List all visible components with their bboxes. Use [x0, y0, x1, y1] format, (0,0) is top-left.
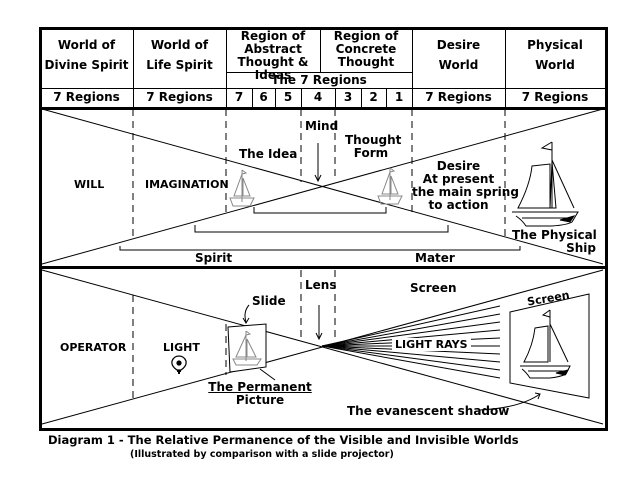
physical-ship-label: The Physical Ship — [512, 228, 597, 255]
diagram-frame — [39, 27, 608, 431]
imagination-label: IMAGINATION — [145, 178, 229, 191]
light-bulb-icon — [171, 355, 187, 374]
header-bottom-border — [40, 107, 605, 110]
header-title-line: Abstract — [244, 42, 302, 56]
region-divider — [361, 88, 362, 107]
thought-form-line: Thought — [345, 133, 402, 147]
thought-form-line: Form — [353, 146, 389, 160]
header-title-line: World — [438, 58, 479, 72]
row-divider — [226, 72, 412, 73]
regions-count: 7 Regions — [521, 90, 589, 104]
diagonal-line — [41, 108, 604, 265]
will-label: WILL — [74, 178, 105, 191]
header-desire-world: Desire World — [412, 38, 505, 73]
sailboat-icon — [229, 169, 255, 207]
region-divider — [252, 88, 253, 107]
header-life-spirit: World of Life Spirit — [133, 38, 226, 73]
header-title-line: World of — [57, 38, 116, 52]
permanent-picture-label: The Permanent Picture — [205, 381, 315, 407]
mater-label: Mater — [415, 251, 455, 265]
header-seven-regions: The 7 Regions — [271, 73, 367, 87]
col-divider — [505, 28, 506, 108]
header-title-line: Divine Spirit — [44, 58, 129, 72]
header-title-line: Life Spirit — [146, 58, 213, 72]
header-title-line: World of — [150, 38, 209, 52]
lens-label: Lens — [305, 278, 337, 292]
region-divider — [301, 88, 302, 107]
desire-line: the main spring — [412, 185, 519, 199]
diagonal-line — [41, 269, 604, 425]
physical-ship-line: Ship — [566, 241, 596, 255]
col-divider — [320, 28, 321, 73]
region-number: 7 — [234, 90, 244, 104]
evanescent-shadow-label: The evanescent shadow — [347, 404, 510, 418]
col-divider — [412, 28, 413, 108]
region-divider — [386, 88, 387, 107]
header-title-line: Concrete — [335, 42, 397, 56]
regions-count: 7 Regions — [53, 90, 120, 104]
light-label: LIGHT — [163, 341, 200, 354]
diagram-caption-title: Diagram 1 - The Relative Permanence of t… — [48, 433, 519, 447]
sailboat-icon — [520, 309, 571, 379]
header-title-line: World — [535, 58, 575, 72]
spirit-label: Spirit — [195, 251, 233, 265]
col-divider — [133, 28, 134, 108]
desire-line: Desire — [436, 159, 481, 173]
region-number: 5 — [283, 90, 293, 104]
slide-pointer — [244, 304, 250, 323]
sailboat-icon — [377, 167, 403, 205]
header-title-line: Physical — [527, 38, 583, 52]
header-physical-world: Physical World — [505, 38, 605, 73]
mind-arrowhead — [314, 174, 322, 183]
the-idea-label: The Idea — [239, 147, 298, 161]
bracket-middle — [194, 225, 449, 233]
header-title-line: Thought & Ideas — [237, 55, 309, 82]
desire-line: At present — [422, 172, 495, 186]
bracket-outer — [119, 246, 521, 251]
region-number: 6 — [259, 90, 268, 104]
slide-label: Slide — [252, 294, 286, 308]
panel-divider — [40, 266, 605, 269]
screen-top-label: Screen — [410, 281, 457, 295]
permanent-picture-line: The Permanent — [208, 380, 312, 394]
regions-count: 7 Regions — [146, 90, 213, 104]
row-divider — [40, 88, 605, 89]
region-number: 1 — [394, 90, 404, 104]
region-divider — [335, 88, 336, 107]
region-number: 4 — [313, 90, 323, 104]
regions-count: 7 Regions — [425, 90, 492, 104]
desire-label: Desire At present the main spring to act… — [412, 159, 519, 212]
header-abstract-thought: Region of Abstract Thought & Ideas — [226, 30, 320, 82]
mind-label: Mind — [305, 119, 339, 133]
header-divine-spirit: World of Divine Spirit — [40, 38, 133, 73]
sailboat-icon — [232, 330, 262, 366]
region-number: 3 — [343, 90, 353, 104]
shadow-pointer — [479, 393, 541, 411]
header-title-line: Desire — [436, 38, 481, 52]
physical-ship-line: The Physical — [512, 228, 597, 242]
region-number: 2 — [369, 90, 378, 104]
header-title-line: Region of — [333, 29, 399, 43]
diagram-caption-subtitle: (Illustrated by comparison with a slide … — [130, 449, 394, 460]
thought-form-label: Thought Form — [345, 133, 402, 160]
permanent-picture-line: Picture — [235, 393, 285, 407]
col-divider — [226, 28, 227, 108]
lens-arrowhead — [315, 332, 323, 341]
sailboat-icon — [512, 141, 579, 227]
bracket-inner — [253, 207, 387, 214]
header-title-line: Thought — [337, 55, 395, 69]
desire-line: to action — [428, 198, 489, 212]
header-title-line: Region of — [240, 29, 306, 43]
light-rays-label: LIGHT RAYS — [392, 338, 471, 351]
region-divider — [275, 88, 276, 107]
operator-label: OPERATOR — [60, 341, 127, 354]
picture-pointer — [259, 368, 276, 381]
header-concrete-thought: Region of Concrete Thought — [320, 30, 412, 69]
